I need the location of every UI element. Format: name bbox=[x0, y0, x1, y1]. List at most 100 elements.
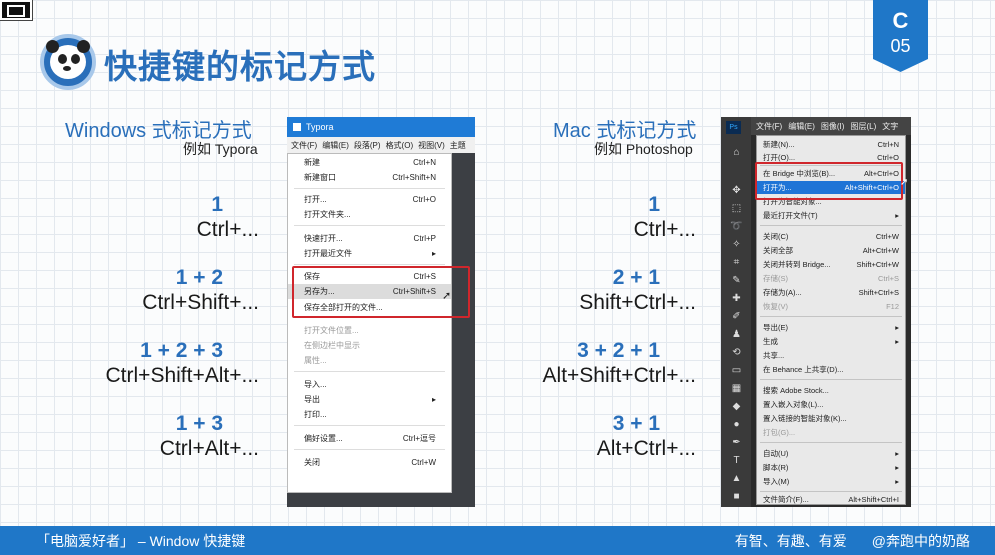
crop-tool-icon[interactable]: ⌗ bbox=[733, 257, 740, 268]
mac-order-4: 3 + 1 bbox=[612, 412, 660, 435]
menu-item[interactable]: 导入(M)▸ bbox=[763, 477, 899, 486]
move-tool-icon[interactable]: ✥ bbox=[732, 185, 741, 196]
typora-titlebar: Typora bbox=[287, 117, 475, 137]
menu-item[interactable]: 共享... bbox=[763, 351, 785, 360]
badge-number: 05 bbox=[890, 36, 911, 56]
menu-item[interactable]: 导出▸ bbox=[304, 395, 436, 404]
photoshop-window: Ps ⌂ ✥ ⬚ ➰ ✧ ⌗ ✎ ✚ ✐ ♟ ⟲ ▭ ▦ ◆ ● ✒ T ▲ ■… bbox=[721, 117, 911, 507]
menu-item[interactable]: 打开文件夹... bbox=[304, 210, 351, 219]
footer-author: @奔跑中的奶酪 bbox=[871, 532, 970, 549]
pen-tool-icon[interactable]: ✒ bbox=[732, 437, 741, 448]
menu-file[interactable]: 文件(F) bbox=[291, 141, 318, 150]
healing-brush-icon[interactable]: ✚ bbox=[732, 293, 741, 304]
photoshop-menubar: 文件(F) 编辑(E) 图像(I) 图层(L) 文字 bbox=[751, 117, 911, 135]
menu-item[interactable]: 打开(O)...Ctrl+O bbox=[763, 153, 899, 162]
chevron-right-icon: ▸ bbox=[431, 249, 436, 258]
menu-item[interactable]: 导入... bbox=[304, 380, 327, 389]
chevron-right-icon: ▸ bbox=[895, 449, 899, 458]
windows-order-2: 1 + 2 bbox=[175, 266, 223, 289]
menu-item[interactable]: 新建(N)...Ctrl+N bbox=[763, 140, 899, 149]
menu-item: 恢复(V)F12 bbox=[763, 302, 899, 311]
menu-item[interactable]: 打开...Ctrl+O bbox=[304, 195, 436, 204]
menu-item-hover[interactable]: 另存为...Ctrl+Shift+S bbox=[288, 284, 451, 299]
menu-item[interactable]: 导出(E)▸ bbox=[763, 323, 899, 332]
menu-item[interactable]: 最近打开文件(T)▸ bbox=[763, 211, 899, 220]
chevron-right-icon: ▸ bbox=[895, 211, 899, 220]
menu-edit[interactable]: 编辑(E) bbox=[322, 141, 349, 150]
menu-item: 属性... bbox=[304, 356, 327, 365]
menu-image[interactable]: 图像(I) bbox=[820, 122, 845, 131]
menu-item[interactable]: 自动(U)▸ bbox=[763, 449, 899, 458]
type-tool-icon[interactable]: T bbox=[733, 455, 740, 466]
typora-menubar: 文件(F) 编辑(E) 段落(P) 格式(O) 视图(V) 主题 bbox=[287, 137, 475, 153]
mac-keys-3: Alt+Shift+Ctrl+... bbox=[542, 364, 696, 387]
menu-item[interactable]: 打开为智能对象... bbox=[763, 197, 822, 206]
path-selection-icon[interactable]: ▲ bbox=[731, 473, 742, 484]
menu-item[interactable]: 搜索 Adobe Stock... bbox=[763, 386, 829, 395]
eraser-icon[interactable]: ▭ bbox=[731, 365, 742, 376]
windows-logo-icon bbox=[293, 123, 301, 131]
menu-view[interactable]: 视图(V) bbox=[418, 141, 445, 150]
footer-slogan: 有智、有趣、有爱 bbox=[734, 532, 847, 549]
mac-order-1: 1 bbox=[648, 193, 660, 216]
eyedropper-icon[interactable]: ✎ bbox=[732, 275, 741, 286]
mac-order-2: 2 + 1 bbox=[612, 266, 660, 289]
menu-item[interactable]: 置入嵌入对象(L)... bbox=[763, 400, 824, 409]
menu-layer[interactable]: 图层(L) bbox=[850, 122, 877, 131]
menu-item: 打包(G)... bbox=[763, 428, 796, 437]
magic-wand-icon[interactable]: ✧ bbox=[732, 239, 741, 250]
menu-item[interactable]: 在 Behance 上共享(D)... bbox=[763, 365, 844, 374]
highlight-box bbox=[292, 266, 470, 318]
chevron-right-icon: ▸ bbox=[895, 477, 899, 486]
chevron-right-icon: ▸ bbox=[895, 323, 899, 332]
highlight-box bbox=[755, 162, 903, 200]
menu-item[interactable]: 生成▸ bbox=[763, 337, 899, 346]
menu-item[interactable]: 打开最近文件▸ bbox=[304, 249, 436, 258]
shape-tool-icon[interactable]: ■ bbox=[733, 491, 740, 502]
menu-item[interactable]: 存储为(A)...Shift+Ctrl+S bbox=[763, 288, 899, 297]
menu-item[interactable]: 在 Bridge 中浏览(B)...Alt+Ctrl+O bbox=[763, 169, 899, 178]
stamp-tool-icon[interactable]: ♟ bbox=[732, 329, 741, 340]
menu-item[interactable]: 置入链接的智能对象(K)... bbox=[763, 414, 847, 423]
menu-item: 在侧边栏中显示 bbox=[304, 341, 360, 350]
brush-tool-icon[interactable]: ✐ bbox=[732, 311, 741, 322]
lasso-tool-icon[interactable]: ➰ bbox=[730, 221, 743, 232]
home-icon[interactable]: ⌂ bbox=[733, 147, 740, 158]
menu-theme[interactable]: 主题 bbox=[449, 141, 466, 150]
mac-subheading: 例如 Photoshop bbox=[594, 141, 693, 157]
mac-keys-2: Shift+Ctrl+... bbox=[579, 291, 696, 314]
windows-subheading: 例如 Typora bbox=[183, 141, 258, 157]
dodge-tool-icon[interactable]: ● bbox=[733, 419, 740, 430]
blur-tool-icon[interactable]: ◆ bbox=[732, 401, 741, 412]
menu-item[interactable]: 文件简介(F)...Alt+Shift+Ctrl+I bbox=[763, 495, 899, 504]
chevron-right-icon: ▸ bbox=[895, 337, 899, 346]
menu-file[interactable]: 文件(F) bbox=[756, 122, 783, 131]
window-icon bbox=[0, 0, 33, 21]
history-brush-icon[interactable]: ⟲ bbox=[732, 347, 741, 358]
menu-type[interactable]: 文字 bbox=[882, 122, 899, 131]
menu-item[interactable]: 关闭并转到 Bridge...Shift+Ctrl+W bbox=[763, 260, 899, 269]
marquee-tool-icon[interactable]: ⬚ bbox=[731, 203, 742, 214]
windows-keys-4: Ctrl+Alt+... bbox=[159, 437, 259, 460]
gradient-tool-icon[interactable]: ▦ bbox=[731, 383, 742, 394]
menu-paragraph[interactable]: 段落(P) bbox=[353, 141, 381, 150]
typora-window: Typora 文件(F) 编辑(E) 段落(P) 格式(O) 视图(V) 主题 … bbox=[287, 117, 475, 507]
photoshop-logo-icon: Ps bbox=[726, 121, 741, 134]
menu-edit[interactable]: 编辑(E) bbox=[788, 122, 815, 131]
menu-item-selected[interactable]: 打开为...Alt+Shift+Ctrl+O bbox=[757, 181, 905, 194]
menu-item[interactable]: 打印... bbox=[304, 410, 327, 419]
mac-keys-4: Alt+Ctrl+... bbox=[596, 437, 696, 460]
menu-format[interactable]: 格式(O) bbox=[385, 141, 414, 150]
menu-item[interactable]: 脚本(R)▸ bbox=[763, 463, 899, 472]
menu-item[interactable]: 快速打开...Ctrl+P bbox=[304, 234, 436, 243]
menu-item[interactable]: 偏好设置...Ctrl+逗号 bbox=[304, 434, 436, 443]
menu-item[interactable]: 保存全部打开的文件... bbox=[304, 303, 383, 312]
mac-order-3: 3 + 2 + 1 bbox=[577, 339, 660, 362]
menu-item[interactable]: 关闭(C)Ctrl+W bbox=[763, 232, 899, 241]
